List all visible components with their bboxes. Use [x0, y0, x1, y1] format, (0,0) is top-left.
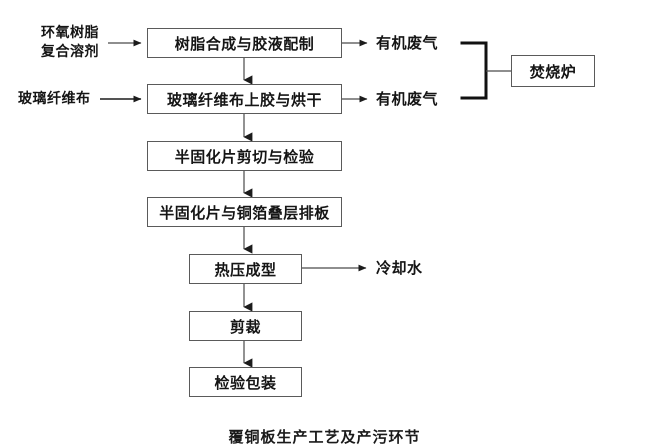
process-box-prepreg-cutting-inspection-label: 半固化片剪切与检验	[174, 147, 315, 166]
emission-label-cooling-water: 冷却水	[376, 257, 436, 279]
emission-label-organic-waste-gas-1-text: 有机废气	[376, 33, 439, 52]
emission-label-organic-waste-gas-2: 有机废气	[376, 88, 452, 110]
figure-caption: 覆铜板生产工艺及产污环节	[0, 426, 649, 447]
process-box-resin-synthesis[interactable]: 树脂合成与胶液配制	[147, 28, 342, 58]
process-box-trimming[interactable]: 剪裁	[189, 311, 302, 341]
process-box-cloth-gluing-drying[interactable]: 玻璃纤维布上胶与烘干	[147, 84, 342, 114]
figure-caption-text: 覆铜板生产工艺及产污环节	[228, 428, 421, 446]
emission-label-organic-waste-gas-1: 有机废气	[376, 32, 452, 54]
input-label-glass-fiber-cloth-line1: 玻璃纤维布	[18, 90, 91, 107]
process-box-trimming-label: 剪裁	[229, 317, 261, 336]
process-box-prepreg-cutting-inspection[interactable]: 半固化片剪切与检验	[147, 141, 342, 171]
process-box-resin-synthesis-label: 树脂合成与胶液配制	[174, 34, 315, 53]
treatment-box-incinerator-label: 焚烧炉	[529, 62, 577, 81]
process-box-prepreg-copper-layup-label: 半固化片与铜箔叠层排板	[159, 203, 330, 222]
process-box-cloth-gluing-drying-label: 玻璃纤维布上胶与烘干	[166, 90, 322, 109]
process-box-inspection-packaging-label: 检验包装	[214, 373, 277, 392]
input-label-glass-fiber-cloth: 玻璃纤维布	[18, 88, 104, 110]
emission-label-organic-waste-gas-2-text: 有机废气	[376, 89, 439, 108]
process-box-inspection-packaging[interactable]: 检验包装	[189, 367, 302, 397]
process-box-prepreg-copper-layup[interactable]: 半固化片与铜箔叠层排板	[147, 197, 342, 227]
emission-label-cooling-water-text: 冷却水	[376, 258, 423, 277]
treatment-box-incinerator[interactable]: 焚烧炉	[511, 55, 595, 87]
input-label-epoxy-resin-line1: 环氧树脂	[41, 25, 99, 42]
process-box-hot-press-forming-label: 热压成型	[214, 260, 277, 279]
process-box-hot-press-forming[interactable]: 热压成型	[189, 254, 302, 284]
input-label-epoxy-resin: 环氧树脂 复合溶剂	[28, 20, 112, 66]
input-label-epoxy-resin-line2: 复合溶剂	[41, 44, 99, 60]
